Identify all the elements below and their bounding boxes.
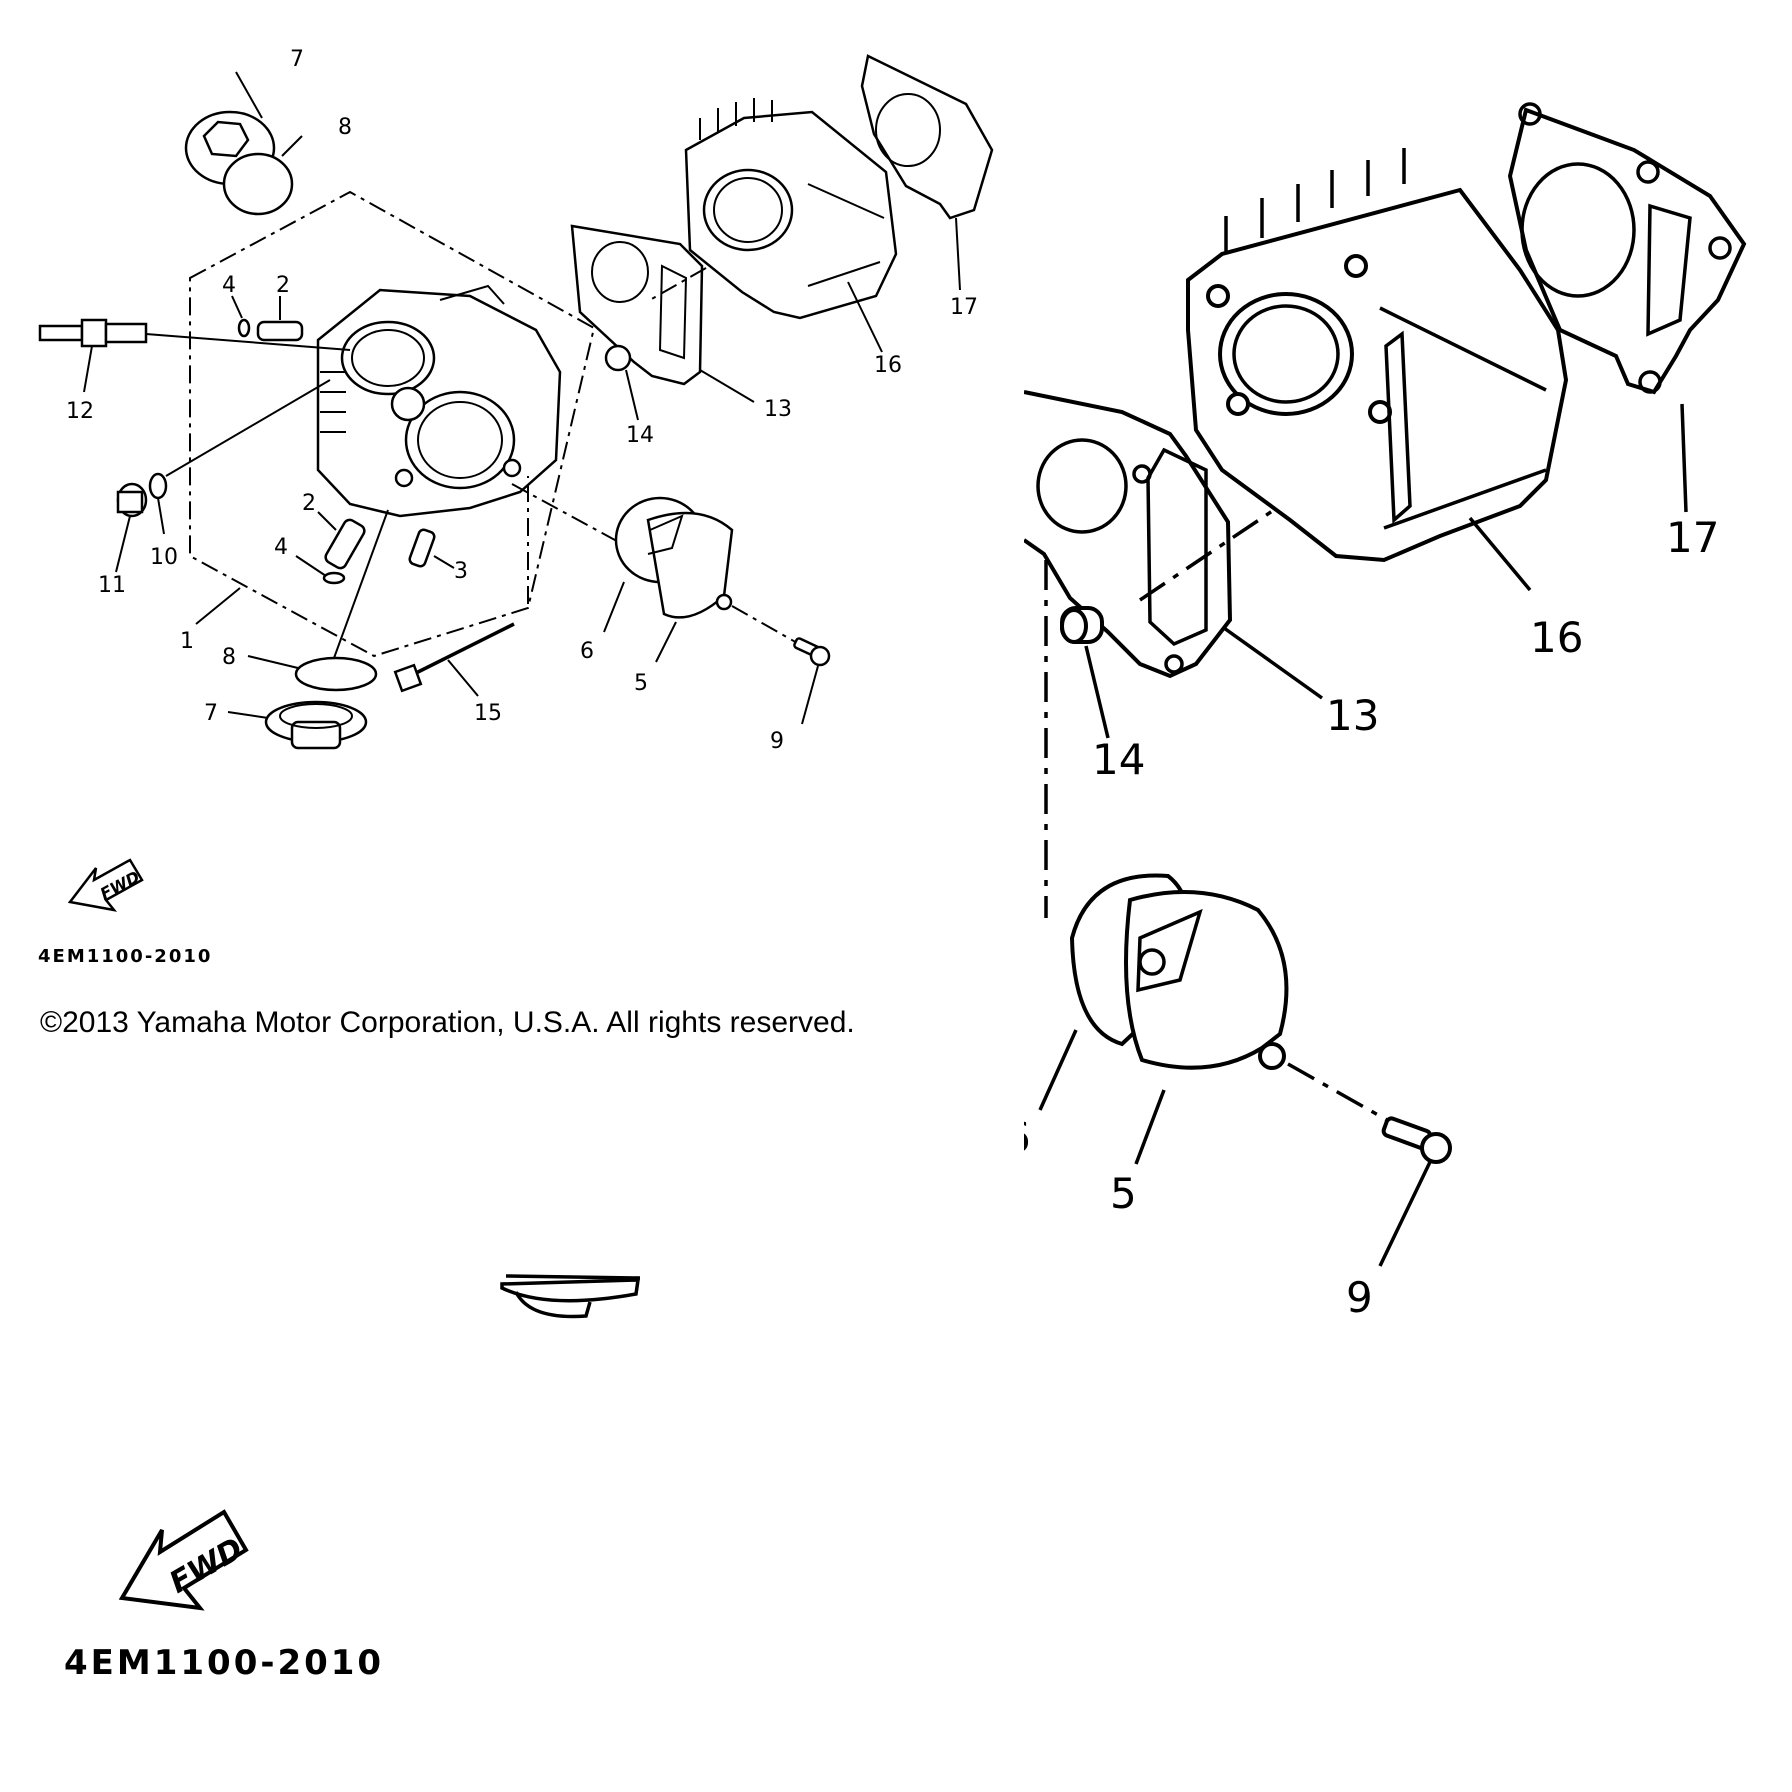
spark-plug: [38, 318, 351, 393]
o-ring-bottom: [247, 509, 389, 692]
cylinder-block-large: [1186, 148, 1569, 592]
drain-plug: [115, 482, 148, 573]
inset-crop-mask: [990, 380, 1024, 1180]
zoom-callout-5: 5: [1110, 1169, 1137, 1218]
cylinder-block-small: [649, 98, 898, 353]
callout-6: 6: [580, 639, 594, 664]
stud-bolt-upper: [231, 295, 304, 342]
callout-8-top: 8: [338, 115, 352, 140]
zoom-callout-17: 17: [1666, 513, 1719, 562]
dowel-small: [604, 344, 639, 421]
screw-large: [1378, 1116, 1452, 1267]
stud-bolt-lower: [295, 511, 366, 585]
zoom-axis-line: [1139, 450, 1361, 602]
callout-2-bottom: 2: [302, 491, 316, 516]
callout-7-top: 7: [290, 47, 304, 72]
head-gasket-small: [860, 54, 994, 291]
callout-7-bottom: 7: [204, 701, 218, 726]
zoom-callout-13: 13: [1326, 691, 1379, 740]
diagram-code-small: 4EM1100-2010: [38, 946, 212, 967]
base-gasket-large: [1022, 390, 1324, 700]
fwd-arrow-large: FWD: [118, 1509, 249, 1611]
callout-13: 13: [764, 397, 792, 422]
callout-4-top: 4: [222, 273, 236, 298]
callout-17: 17: [950, 295, 978, 320]
screw-small: [793, 637, 831, 725]
zoom-inset: 17 16 13 14 6 5 9 FWD 4EM1100-2010: [64, 102, 1747, 1683]
zoom-callout-9: 9: [1346, 1273, 1373, 1322]
callout-16: 16: [874, 353, 902, 378]
dowel-pin: [408, 528, 455, 569]
gasket-washer: [148, 379, 331, 535]
dowel-large: [1060, 606, 1110, 739]
filler-cap-bottom: [227, 700, 368, 750]
leader-assembly: [195, 587, 241, 625]
callout-12: 12: [66, 399, 94, 424]
callout-4-bottom: 4: [274, 535, 288, 560]
callout-10: 10: [150, 545, 178, 570]
copyright-notice: ©2013 Yamaha Motor Corporation, U.S.A. A…: [40, 1006, 855, 1039]
cylinder-head-exploded-view: 7 8 4 2 12 11 10 2 4 3 1 8 7 15 14 13 16…: [38, 47, 994, 967]
callout-14: 14: [626, 423, 654, 448]
side-cover-large: [1038, 873, 1395, 1165]
zoom-callout-14: 14: [1092, 735, 1145, 784]
o-ring-top: [222, 135, 303, 216]
zoom-callout-16: 16: [1530, 613, 1583, 662]
callout-9: 9: [770, 729, 784, 754]
long-bolt: [393, 476, 529, 697]
callout-2-top: 2: [276, 273, 290, 298]
diagram-code-large: 4EM1100-2010: [64, 1643, 384, 1683]
center-line: [511, 483, 627, 547]
side-cover-small: [603, 496, 807, 663]
head-assembly-boundary: [189, 190, 596, 658]
cylinder-head: [316, 284, 562, 518]
callout-11: 11: [98, 573, 126, 598]
fwd-arrow-small: FWD: [67, 858, 144, 912]
cap-fragment: [500, 1274, 641, 1319]
head-gasket-large: [1507, 102, 1747, 513]
callout-3: 3: [454, 559, 468, 584]
callout-8-bottom: 8: [222, 645, 236, 670]
callout-1: 1: [180, 629, 194, 654]
callout-15: 15: [474, 701, 502, 726]
base-gasket-small: [570, 224, 755, 403]
callout-5: 5: [634, 671, 648, 696]
